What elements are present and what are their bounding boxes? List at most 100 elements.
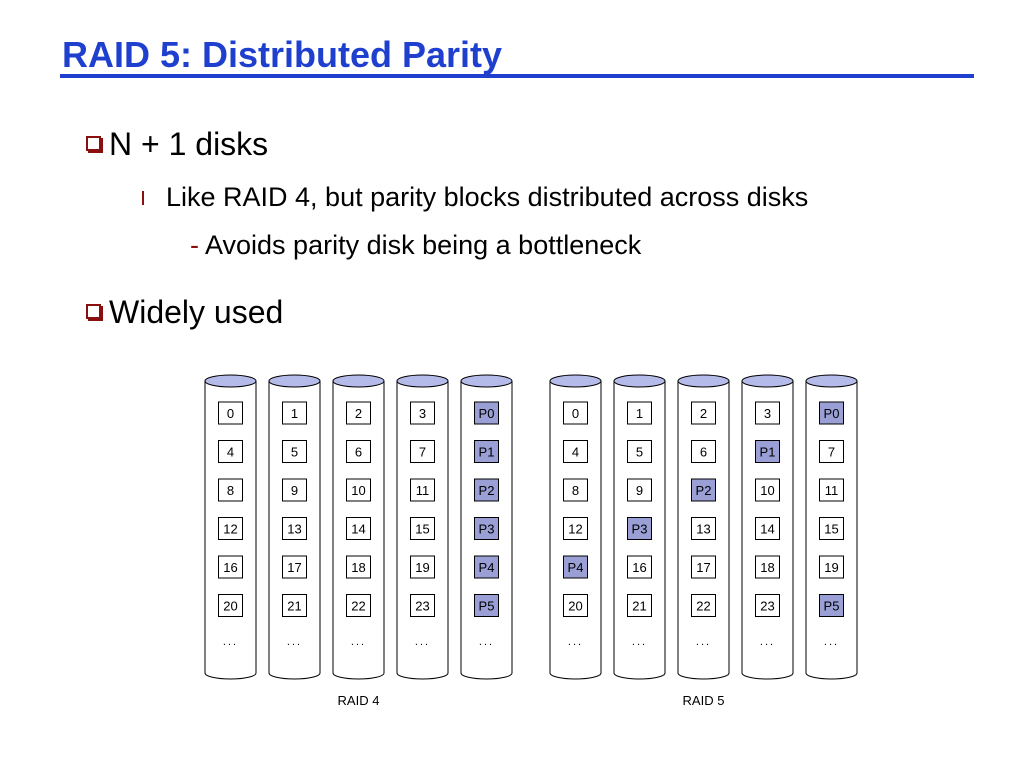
block-label: 17 bbox=[287, 560, 301, 575]
block-label: 6 bbox=[355, 445, 362, 460]
disk-block: 23 bbox=[410, 594, 435, 617]
block-label: 8 bbox=[227, 483, 234, 498]
block-label: 20 bbox=[223, 599, 237, 614]
block-label: 9 bbox=[636, 483, 643, 498]
disk-top bbox=[268, 374, 321, 388]
disk-block: 23 bbox=[755, 594, 780, 617]
disk-block: P1 bbox=[474, 440, 499, 463]
disk-block: P5 bbox=[819, 594, 844, 617]
disk-block: 0 bbox=[218, 401, 243, 425]
block-label: 6 bbox=[700, 445, 707, 460]
disk-block: 18 bbox=[755, 555, 780, 579]
disk-block: 14 bbox=[346, 517, 371, 540]
disk-block: 11 bbox=[410, 478, 435, 502]
disk-block: 12 bbox=[218, 517, 243, 540]
block-label: 15 bbox=[415, 522, 429, 537]
block-label: 0 bbox=[572, 406, 579, 421]
block-label: 23 bbox=[415, 599, 429, 614]
disk-cylinder: 26P2131722... bbox=[677, 374, 730, 680]
disk-block: 20 bbox=[218, 594, 243, 617]
disk-cylinder: P0P1P2P3P4P5... bbox=[460, 374, 513, 680]
disk-block: P2 bbox=[691, 478, 716, 502]
disk-block: 4 bbox=[218, 440, 243, 463]
block-label: 2 bbox=[700, 406, 707, 421]
ellipsis-more-blocks: ... bbox=[351, 636, 366, 648]
ellipsis-more-blocks: ... bbox=[632, 636, 647, 648]
block-label: 19 bbox=[824, 560, 838, 575]
disk-block: 8 bbox=[563, 478, 588, 502]
block-label: 5 bbox=[291, 445, 298, 460]
disk-block: 9 bbox=[282, 478, 307, 502]
disk-block: 14 bbox=[755, 517, 780, 540]
disk-block: 17 bbox=[282, 555, 307, 579]
disk-block: 19 bbox=[410, 555, 435, 579]
disk-block: 4 bbox=[563, 440, 588, 463]
block-label: 19 bbox=[415, 560, 429, 575]
block-label: P2 bbox=[696, 483, 712, 498]
block-label: 7 bbox=[419, 445, 426, 460]
disk-block: 22 bbox=[691, 594, 716, 617]
disk-top bbox=[204, 374, 257, 388]
disk-block: P4 bbox=[563, 555, 588, 579]
disk-block: 21 bbox=[627, 594, 652, 617]
disk-top bbox=[460, 374, 513, 388]
bar-bullet-icon bbox=[142, 190, 144, 205]
block-label: 0 bbox=[227, 406, 234, 421]
disk-cylinder: 0 4 8 12 16 20... bbox=[204, 374, 257, 680]
ellipsis-more-blocks: ... bbox=[824, 636, 839, 648]
disk-block: 20 bbox=[563, 594, 588, 617]
block-label: P1 bbox=[479, 445, 495, 460]
block-label: 2 bbox=[355, 406, 362, 421]
dash-bullet-icon: - bbox=[190, 230, 199, 260]
disk-cylinder: 3711151923... bbox=[396, 374, 449, 680]
disk-block: 21 bbox=[282, 594, 307, 617]
block-label: P0 bbox=[479, 406, 495, 421]
disk-top bbox=[613, 374, 666, 388]
disk-cylinder: 159131721... bbox=[268, 374, 321, 680]
block-label: 16 bbox=[223, 560, 237, 575]
ellipsis-more-blocks: ... bbox=[479, 636, 494, 648]
block-label: 10 bbox=[351, 483, 365, 498]
disk-cylinder: P07111519P5... bbox=[805, 374, 858, 680]
disk-block: 10 bbox=[346, 478, 371, 502]
disk-cylinder: 159P31621... bbox=[613, 374, 666, 680]
block-label: 8 bbox=[572, 483, 579, 498]
disk-block: 8 bbox=[218, 478, 243, 502]
disk-block: 2 bbox=[691, 401, 716, 425]
disk-block: 15 bbox=[819, 517, 844, 540]
block-label: 15 bbox=[824, 522, 838, 537]
disk-block: 5 bbox=[627, 440, 652, 463]
disk-top bbox=[741, 374, 794, 388]
ellipsis-more-blocks: ... bbox=[568, 636, 583, 648]
block-label: 1 bbox=[636, 406, 643, 421]
block-label: 13 bbox=[696, 522, 710, 537]
block-label: 11 bbox=[825, 483, 839, 498]
block-label: 11 bbox=[416, 483, 430, 498]
block-label: 18 bbox=[351, 560, 365, 575]
disk-block: P1 bbox=[755, 440, 780, 463]
bullet-text: N + 1 disks bbox=[109, 126, 269, 162]
block-label: 12 bbox=[568, 522, 582, 537]
sub-sub-bullet-text: Avoids parity disk being a bottleneck bbox=[205, 230, 642, 260]
disk-top bbox=[677, 374, 730, 388]
raid-group-label: RAID 4 bbox=[338, 693, 380, 708]
block-label: 4 bbox=[227, 445, 234, 460]
ellipsis-more-blocks: ... bbox=[287, 636, 302, 648]
raid-group-1: 04812P420...159P31621...26P2131722...3P1… bbox=[549, 374, 858, 708]
disk-cylinder: 2610141822... bbox=[332, 374, 385, 680]
disk-block: 5 bbox=[282, 440, 307, 463]
sub-sub-bullet-bottleneck: -Avoids parity disk being a bottleneck bbox=[190, 230, 641, 261]
disk-block: P0 bbox=[819, 401, 844, 425]
ellipsis-more-blocks: ... bbox=[223, 636, 238, 648]
disk-block: 6 bbox=[346, 440, 371, 463]
bullet-text: Widely used bbox=[109, 294, 284, 330]
disk-block: 16 bbox=[218, 555, 243, 579]
block-label: P3 bbox=[632, 522, 648, 537]
disk-block: P2 bbox=[474, 478, 499, 502]
disk-block: P5 bbox=[474, 594, 499, 617]
sub-bullet-text: Like RAID 4, but parity blocks distribut… bbox=[166, 182, 809, 212]
square-bullet-icon bbox=[86, 136, 101, 152]
disk-block: 13 bbox=[691, 517, 716, 540]
block-label: 22 bbox=[696, 599, 710, 614]
